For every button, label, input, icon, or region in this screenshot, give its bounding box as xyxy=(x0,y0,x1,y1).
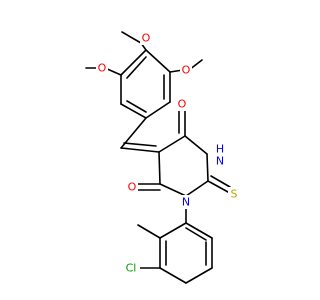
bond xyxy=(185,180,209,197)
bond xyxy=(159,222,187,239)
bond xyxy=(120,49,147,76)
bond xyxy=(158,135,186,153)
bond xyxy=(158,151,161,185)
bond xyxy=(120,147,160,153)
bond xyxy=(123,142,157,147)
bond xyxy=(185,222,213,239)
oxygen-atom-label: O xyxy=(142,32,151,45)
bond xyxy=(121,31,142,44)
bond xyxy=(159,183,187,197)
molecule-structure: O O O O H N O S N Cl xyxy=(85,31,240,284)
bond xyxy=(207,180,229,193)
bond xyxy=(159,267,187,284)
bond xyxy=(210,175,231,188)
bond xyxy=(185,227,207,241)
bond xyxy=(184,135,208,155)
bond xyxy=(137,224,161,239)
bond xyxy=(120,103,147,119)
bond xyxy=(126,56,147,79)
nitrogen-atom-label: N xyxy=(182,196,190,209)
oxygen-atom-label: O xyxy=(178,98,187,111)
sulfur-atom-label: S xyxy=(231,188,238,201)
bond xyxy=(206,153,209,182)
atom-labels: O O O O H N O S N Cl xyxy=(96,31,240,275)
chlorine-atom-label: Cl xyxy=(126,262,137,275)
bond xyxy=(145,101,171,119)
oxygen-atom-label: O xyxy=(128,181,137,194)
hydrogen-atom-label: H xyxy=(216,143,224,156)
oxygen-atom-label: O xyxy=(182,64,191,77)
bond xyxy=(126,100,147,113)
bond xyxy=(145,49,171,73)
oxygen-atom-label: O xyxy=(98,62,107,75)
bond xyxy=(185,267,213,284)
nitrogen-atom-label: N xyxy=(216,155,224,168)
